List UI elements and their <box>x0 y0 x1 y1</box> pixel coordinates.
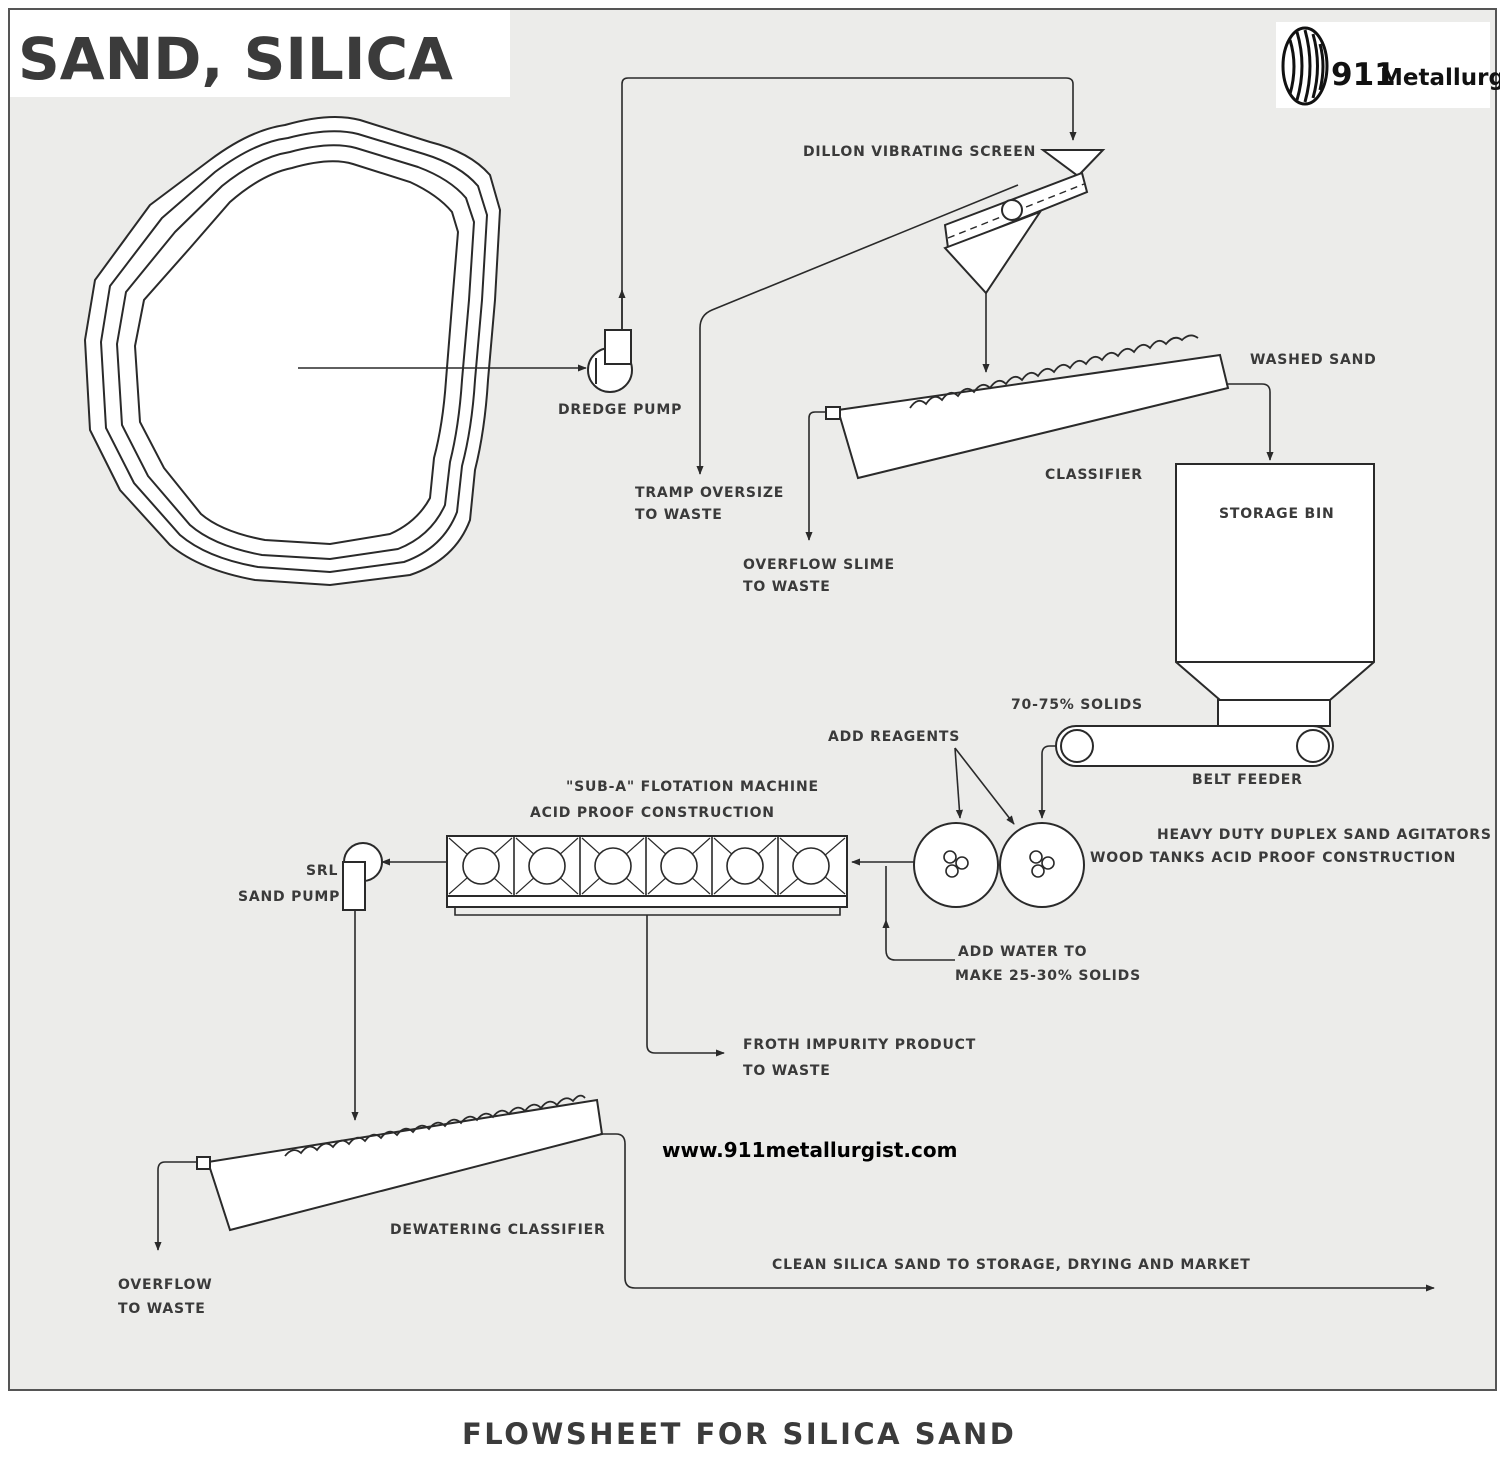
figure-caption: FLOWSHEET FOR SILICA SAND <box>462 1417 1016 1451</box>
classifier <box>825 334 1230 480</box>
flotation-machine <box>446 835 848 908</box>
agitators-label-2: WOOD TANKS ACID PROOF CONSTRUCTION <box>1090 850 1456 866</box>
overflow-slime-label-2: TO WASTE <box>743 579 831 595</box>
logo-name: Metallurgist <box>1380 65 1500 91</box>
classifier-label: CLASSIFIER <box>1045 467 1143 483</box>
belt-feeder-label: BELT FEEDER <box>1192 772 1303 788</box>
storage-bin-label: STORAGE BIN <box>1219 506 1334 522</box>
overflow-waste-label-2: TO WASTE <box>118 1301 206 1317</box>
reagents-to-agitator-1 <box>954 747 964 819</box>
overflow-slime-flow <box>805 411 826 541</box>
reagents-to-agitator-2 <box>954 747 1015 825</box>
washed-sand-label: WASHED SAND <box>1250 352 1377 368</box>
clean-sand-flow <box>600 1133 1435 1292</box>
metallurgist-logo: 911 Metallurgist <box>1276 22 1500 108</box>
srl-label: SRL <box>306 863 338 879</box>
agitator-impeller-icon <box>943 850 1055 878</box>
dredge-pump <box>587 329 633 393</box>
add-water-label-2: MAKE 25-30% SOLIDS <box>955 968 1141 984</box>
logo-number: 911 <box>1331 57 1396 93</box>
vibrating-screen <box>943 149 1106 295</box>
title-block <box>10 10 510 97</box>
storage-bin <box>1175 463 1375 727</box>
duplex-sand-agitators <box>913 822 1085 908</box>
srl-sand-pump <box>342 842 383 911</box>
add-water-label-1: ADD WATER TO <box>958 944 1087 960</box>
add-reagents-label: ADD REAGENTS <box>828 729 960 745</box>
froth-product-label-1: FROTH IMPURITY PRODUCT <box>743 1037 976 1053</box>
tramp-oversize-label-2: TO WASTE <box>635 507 723 523</box>
logo-emblem-icon <box>1281 26 1329 106</box>
clean-silica-sand-label: CLEAN SILICA SAND TO STORAGE, DRYING AND… <box>772 1257 1251 1273</box>
dredge-pump-label: DREDGE PUMP <box>558 402 682 418</box>
sand-pit <box>83 116 502 587</box>
froth-product-label-2: TO WASTE <box>743 1063 831 1079</box>
sand-pump-label: SAND PUMP <box>238 889 340 905</box>
add-water-flow <box>882 919 955 961</box>
page-title: SAND, SILICA <box>18 25 453 93</box>
vibrating-screen-label: DILLON VIBRATING SCREEN <box>803 144 1036 160</box>
belt-feeder <box>1055 725 1334 767</box>
washed-sand-flow <box>1226 383 1274 461</box>
pump-to-screen-flow <box>621 77 1077 330</box>
solids-70-75-label: 70-75% SOLIDS <box>1011 697 1143 713</box>
agitators-label-1: HEAVY DUTY DUPLEX SAND AGITATORS <box>1157 827 1492 843</box>
dewatering-overflow-flow <box>154 1161 197 1251</box>
flotation-label-2: ACID PROOF CONSTRUCTION <box>530 805 775 821</box>
website-url: www.911metallurgist.com <box>662 1138 957 1162</box>
froth-product-flow <box>454 907 841 1053</box>
tramp-oversize-flow <box>696 184 1019 475</box>
overflow-slime-label-1: OVERFLOW SLIME <box>743 557 895 573</box>
flotation-label-1: "SUB-A" FLOTATION MACHINE <box>566 779 819 795</box>
tramp-oversize-label-1: TRAMP OVERSIZE <box>635 485 784 501</box>
dewatering-classifier-label: DEWATERING CLASSIFIER <box>390 1222 606 1238</box>
overflow-waste-label-1: OVERFLOW <box>118 1277 212 1293</box>
feeder-to-agitator-flow <box>1038 745 1056 819</box>
